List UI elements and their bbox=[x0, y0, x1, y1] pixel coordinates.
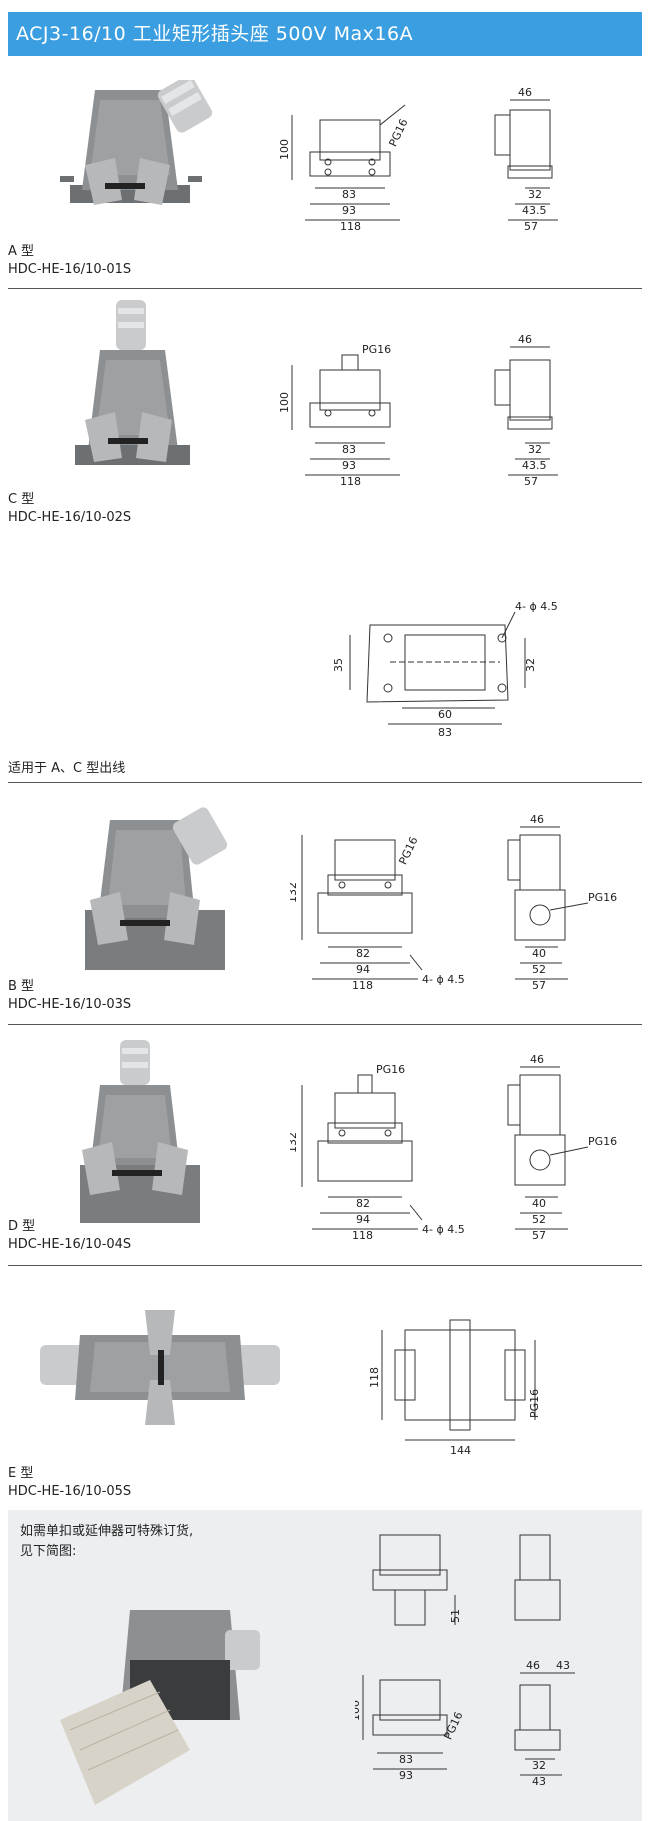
dim-side-3: 57 bbox=[524, 220, 538, 233]
dim-pg2: PG16 bbox=[588, 891, 617, 904]
type-label-a: A 型 bbox=[8, 244, 35, 259]
dim-holes: 4- ϕ 4.5 bbox=[422, 1223, 465, 1236]
dim-pg: PG16 bbox=[396, 835, 420, 867]
connector-photo-d bbox=[70, 1040, 230, 1234]
dim-w1: 82 bbox=[356, 947, 370, 960]
note-line-2: 见下简图: bbox=[20, 1544, 77, 1559]
dim-side-3: 57 bbox=[532, 1229, 546, 1242]
dim-w2: 93 bbox=[342, 459, 356, 472]
connector-photo-c bbox=[70, 300, 230, 484]
connector-photo-b bbox=[70, 800, 250, 984]
dim-height: 100 bbox=[280, 392, 291, 413]
dim-pg2: PG16 bbox=[588, 1135, 617, 1148]
dim-side-2: 52 bbox=[532, 1213, 546, 1226]
model-label-e: HDC-HE-16/10-05S bbox=[8, 1484, 132, 1499]
dim-side-3: 57 bbox=[524, 475, 538, 488]
dim-w2: 94 bbox=[356, 963, 370, 976]
model-label-a: HDC-HE-16/10-01S bbox=[8, 262, 132, 277]
dimension-drawing-b-side: 46 PG16 40 52 57 bbox=[500, 813, 620, 1009]
dim-side-2: 43.5 bbox=[522, 459, 547, 472]
special-order-note: 如需单扣或延伸器可特殊订货, 见下简图: bbox=[20, 1522, 193, 1562]
separator bbox=[8, 782, 642, 783]
dim-w1: 82 bbox=[356, 1197, 370, 1210]
dim-w1: 60 bbox=[438, 708, 452, 721]
type-label-e: E 型 bbox=[8, 1466, 34, 1481]
panel-cutout-drawing: 4- ϕ 4.5 35 32 60 83 bbox=[330, 590, 560, 744]
dim-w3: 118 bbox=[340, 220, 361, 233]
dim-w2: 93 bbox=[399, 1769, 413, 1782]
dim-height: 132 bbox=[290, 882, 299, 903]
model-label-b: HDC-HE-16/10-03S bbox=[8, 997, 132, 1012]
dim-side-2: 43 bbox=[532, 1775, 546, 1788]
dim-pg: PG16 bbox=[386, 117, 410, 149]
dim-w3: 118 bbox=[352, 979, 373, 992]
dim-top-1: 46 bbox=[526, 1659, 540, 1672]
dimension-drawing-special-front: 51 100 83 93 PG16 bbox=[349, 1525, 475, 1819]
dim-height: 118 bbox=[370, 1367, 381, 1388]
type-label-b: B 型 bbox=[8, 979, 35, 994]
dimension-drawing-d-side: 46 PG16 40 52 57 bbox=[500, 1053, 620, 1259]
dim-h2: 32 bbox=[524, 658, 537, 672]
dim-side-1: 32 bbox=[528, 443, 542, 456]
dim-side-top: 46 bbox=[518, 86, 532, 99]
dim-pg: PG16 bbox=[376, 1063, 405, 1076]
dim-height: 132 bbox=[290, 1132, 299, 1153]
dim-holes: 4- ϕ 4.5 bbox=[422, 973, 465, 986]
model-label-c: HDC-HE-16/10-02S bbox=[8, 510, 132, 525]
type-label-d: D 型 bbox=[8, 1219, 36, 1234]
model-label-d: HDC-HE-16/10-04S bbox=[8, 1237, 132, 1252]
page-title: ACJ3-16/10 工业矩形插头座 500V Max16A bbox=[8, 12, 642, 56]
dim-side-1: 40 bbox=[532, 1197, 546, 1210]
dim-side-2: 43.5 bbox=[522, 204, 547, 217]
dim-pg: PG16 bbox=[362, 343, 391, 356]
dim-w3: 118 bbox=[340, 475, 361, 488]
cutout-caption: 适用于 A、C 型出线 bbox=[8, 761, 126, 776]
note-line-1: 如需单扣或延伸器可特殊订货, bbox=[20, 1524, 194, 1539]
separator bbox=[8, 1024, 642, 1025]
dim-h51: 51 bbox=[449, 1609, 462, 1623]
dim-width: 144 bbox=[450, 1444, 471, 1457]
dim-w2: 94 bbox=[356, 1213, 370, 1226]
dimension-drawing-special-side: 46 43 32 43 bbox=[500, 1525, 610, 1819]
dim-side-top: 46 bbox=[530, 1055, 544, 1066]
dim-h1: 35 bbox=[332, 658, 345, 672]
dimension-drawing-b-front: 132 82 94 118 PG16 4- ϕ 4.5 bbox=[286, 815, 490, 1009]
dim-side-1: 40 bbox=[532, 947, 546, 960]
separator bbox=[8, 1265, 642, 1266]
dim-height: 100 bbox=[355, 1700, 362, 1721]
dim-w1: 83 bbox=[342, 443, 356, 456]
dim-w1: 83 bbox=[399, 1753, 413, 1766]
dim-side-1: 32 bbox=[528, 188, 542, 201]
dimension-drawing-e: 118 144 PG16 bbox=[368, 1310, 550, 1464]
dimension-drawing-d-front: 132 82 94 118 PG16 4- ϕ 4.5 bbox=[286, 1055, 490, 1259]
dimension-drawing-c-front: 100 83 93 118 PG16 bbox=[278, 325, 440, 509]
extension-photo bbox=[40, 1600, 290, 1814]
dim-w2: 83 bbox=[438, 726, 452, 739]
dimension-drawing-a-side: 46 32 43.5 57 bbox=[490, 80, 580, 244]
separator bbox=[8, 288, 642, 289]
dim-holes: 4- ϕ 4.5 bbox=[515, 600, 558, 613]
dim-side-2: 52 bbox=[532, 963, 546, 976]
dim-side-top: 46 bbox=[518, 333, 532, 346]
connector-photo-a bbox=[60, 75, 230, 244]
dimension-drawing-a-front: 100 83 93 118 PG16 bbox=[278, 80, 440, 244]
dim-w1: 83 bbox=[342, 188, 356, 201]
dim-pg: PG16 bbox=[528, 1389, 541, 1418]
dim-side-1: 32 bbox=[532, 1759, 546, 1772]
dimension-drawing-c-side: 46 32 43.5 57 bbox=[490, 325, 580, 509]
dim-top-2: 43 bbox=[556, 1659, 570, 1672]
dim-side-3: 57 bbox=[532, 979, 546, 992]
dim-w3: 118 bbox=[352, 1229, 373, 1242]
type-label-c: C 型 bbox=[8, 492, 35, 507]
connector-photo-e bbox=[40, 1300, 290, 1454]
dim-w2: 93 bbox=[342, 204, 356, 217]
dim-height: 100 bbox=[280, 139, 291, 160]
dim-side-top: 46 bbox=[530, 815, 544, 826]
